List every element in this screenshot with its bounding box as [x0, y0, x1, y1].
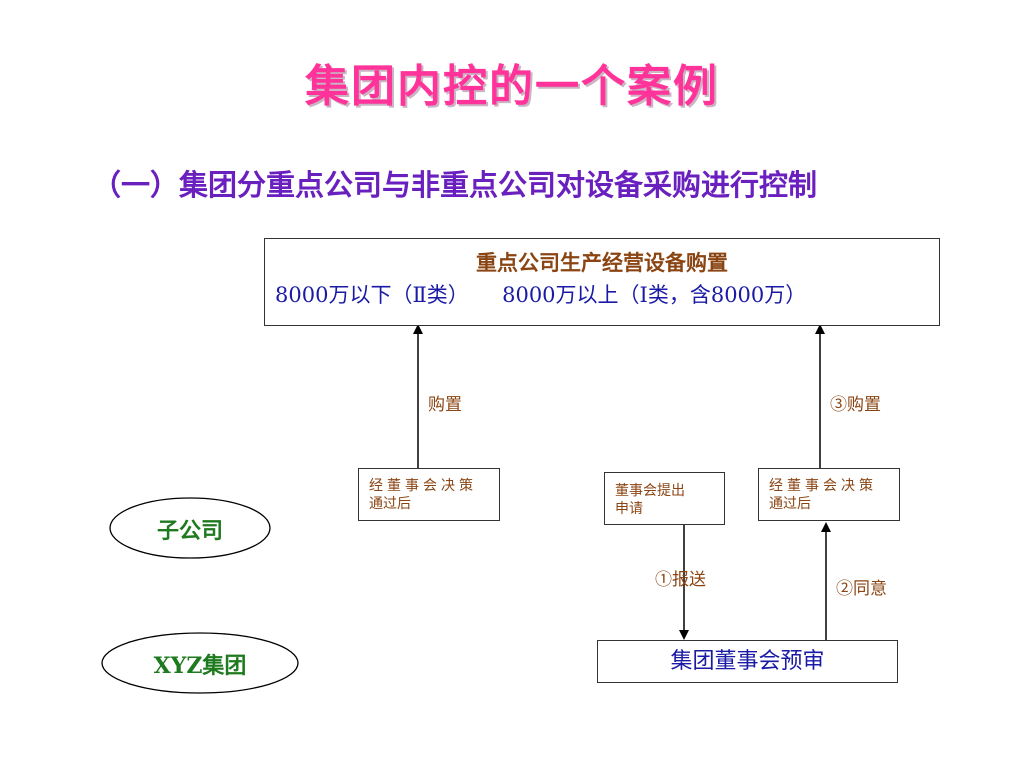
- board-application-line1: 董事会提出: [615, 483, 685, 499]
- purchase-category-box: 重点公司生产经营设备购置 8000万以下（Ⅱ类） 8000万以上（Ⅰ类，含800…: [264, 238, 940, 326]
- arrowhead-left-up: [413, 324, 423, 334]
- label-submit: ①报送: [655, 570, 706, 590]
- board-decision-box-left: 经董事会决策 通过后: [358, 468, 500, 521]
- slide-subtitle: （一）集团分重点公司与非重点公司对设备采购进行控制: [92, 168, 818, 202]
- subsidiary-label: 子公司: [156, 518, 223, 544]
- board-application-box: 董事会提出 申请: [604, 472, 725, 525]
- group-board-review-box: 集团董事会预审: [597, 640, 898, 683]
- board-decision-left-line1: 经董事会决策: [369, 478, 477, 494]
- board-decision-box-right: 经董事会决策 通过后: [758, 468, 900, 521]
- label-agree: ②同意: [836, 579, 887, 599]
- board-decision-right-line1: 经董事会决策: [769, 478, 877, 494]
- purchase-category-title: 重点公司生产经营设备购置: [476, 250, 728, 275]
- ellipse-group: [101, 632, 299, 694]
- arrowhead-right-up: [815, 324, 825, 334]
- group-label: XYZ集团: [153, 653, 247, 679]
- ellipse-subsidiary: [109, 497, 271, 559]
- board-application-line2: 申请: [615, 501, 643, 517]
- label-purchase-right: ③购置: [830, 395, 881, 415]
- arrowhead-submit-down: [679, 630, 689, 640]
- purchase-category-thresholds: 8000万以下（Ⅱ类） 8000万以上（Ⅰ类，含8000万）: [275, 283, 807, 307]
- slide-title: 集团内控的一个案例: [305, 61, 719, 112]
- label-purchase-left: 购置: [428, 395, 462, 415]
- board-decision-left-line2: 通过后: [369, 496, 411, 512]
- arrowhead-agree-up: [821, 522, 831, 532]
- board-decision-right-line2: 通过后: [769, 496, 811, 512]
